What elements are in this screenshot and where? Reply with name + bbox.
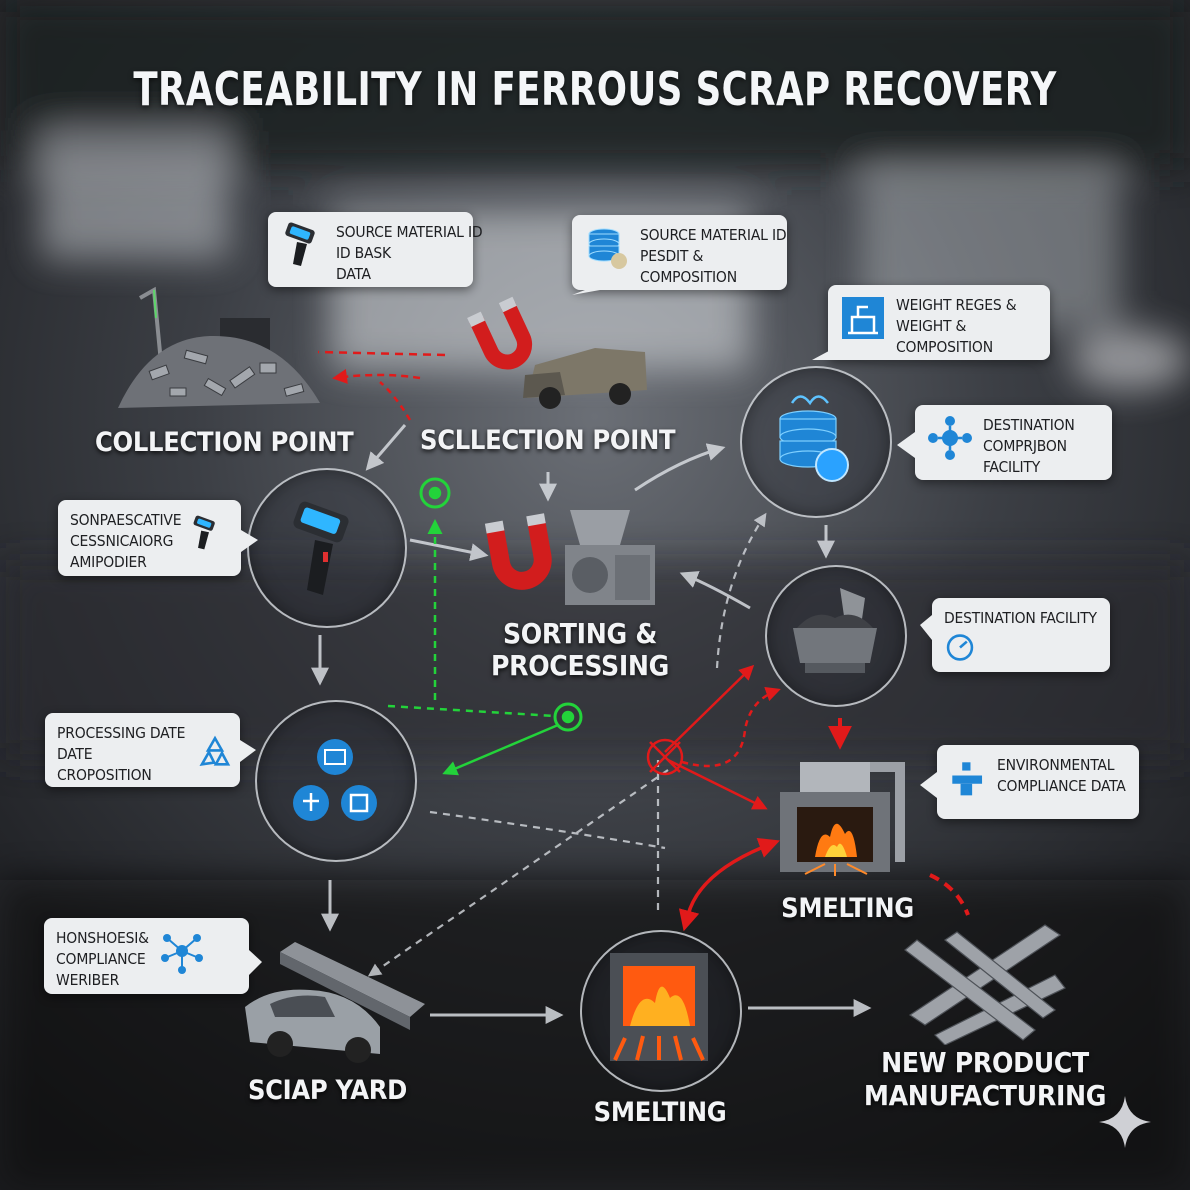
database-graphic <box>779 395 849 482</box>
molecule-icon <box>160 934 203 974</box>
recycle-icon <box>199 735 231 766</box>
callout-text: SOURCE MATERIAL ID PESDIT & COMPOSITION <box>640 226 787 286</box>
stage-new-product-manufacturing: NEW PRODUCT MANUFACTURING <box>863 1046 1107 1112</box>
stage-smelting-right: SMELTING <box>781 893 914 924</box>
callout-text: WEIGHT REGES & WEIGHT & COMPOSITION <box>896 296 1017 356</box>
processing-icons-graphic <box>293 739 377 821</box>
gauge-icon <box>946 634 974 661</box>
magnet-truck-graphic <box>467 296 647 409</box>
page-title: TRACEABILITY IN FERROUS SCRAP RECOVERY <box>133 62 1057 116</box>
callout-environmental-compliance: ENVIRONMENTAL COMPLIANCE DATA <box>937 745 1139 819</box>
arrow-to-database <box>634 443 726 492</box>
callout-source-material-id-left: SOURCE MATERIAL ID ID BASK DATA <box>268 212 483 287</box>
arrow-hopper-to-sorting <box>679 571 751 610</box>
arrow-scanner-to-sorting <box>409 538 489 562</box>
callout-scanner-left: SONPAESCATIVE CESSNICAIORG AMIPODIER <box>58 500 241 576</box>
scanner-icon <box>193 515 216 550</box>
furnace-right-graphic <box>780 762 905 876</box>
callout-text: DESTINATION FACILITY <box>944 609 1097 627</box>
scanner-icon <box>285 222 315 266</box>
callout-destination-comparison-facility: DESTINATION COMPRJBON FACILITY <box>915 405 1112 480</box>
callout-processing-date: PROCESSING DATE DATE CROPOSITION <box>45 713 240 787</box>
scrap-pile-graphic <box>118 286 320 408</box>
callout-text: SOURCE MATERIAL ID ID BASK DATA <box>336 223 483 283</box>
callout-text: ENVIRONMENTAL COMPLIANCE DATA <box>997 756 1126 795</box>
stage-sorting-processing: SORTING & PROCESSING <box>490 617 670 682</box>
callout-source-material-id-center: SOURCE MATERIAL ID PESDIT & COMPOSITION <box>572 215 787 290</box>
steel-beams-graphic <box>904 924 1066 1045</box>
callout-text: PROCESSING DATE DATE CROPOSITION <box>57 724 186 784</box>
sparkle-icon <box>1099 1096 1151 1148</box>
handheld-scanner-graphic <box>293 501 349 595</box>
callout-text: DESTINATION COMPRJBON FACILITY <box>983 416 1075 476</box>
callout-weight-composition: WEIGHT REGES & WEIGHT & COMPOSITION <box>828 285 1050 360</box>
callout-text: SONPAESCATIVE CESSNICAIORG AMIPODIER <box>70 511 182 571</box>
scale-icon <box>842 297 884 339</box>
stage-scrap-yard: SCIAP YARD <box>247 1075 408 1106</box>
network-icon <box>928 416 972 460</box>
hopper-graphic <box>793 588 877 673</box>
valve-icon <box>952 762 983 796</box>
shredder-graphic <box>484 510 655 605</box>
furnace-bottom-graphic <box>610 953 708 1061</box>
arrow-collection-to-scanner <box>365 424 407 471</box>
stage-smelting-bottom: SMELTING <box>593 1097 727 1128</box>
stage-collection-point: COLLECTION POINT <box>95 427 354 458</box>
callout-compliance: HONSHOESI& COMPLIANCE WERIBER <box>44 918 249 994</box>
callout-destination-facility: DESTINATION FACILITY <box>932 598 1110 672</box>
callout-text: HONSHOESI& COMPLIANCE WERIBER <box>56 929 149 989</box>
stage-scllection-point: SCLLECTION POINT <box>420 425 676 456</box>
scrap-yard-graphic <box>245 942 425 1063</box>
database-icon <box>588 228 627 269</box>
processing-circle <box>255 700 417 862</box>
